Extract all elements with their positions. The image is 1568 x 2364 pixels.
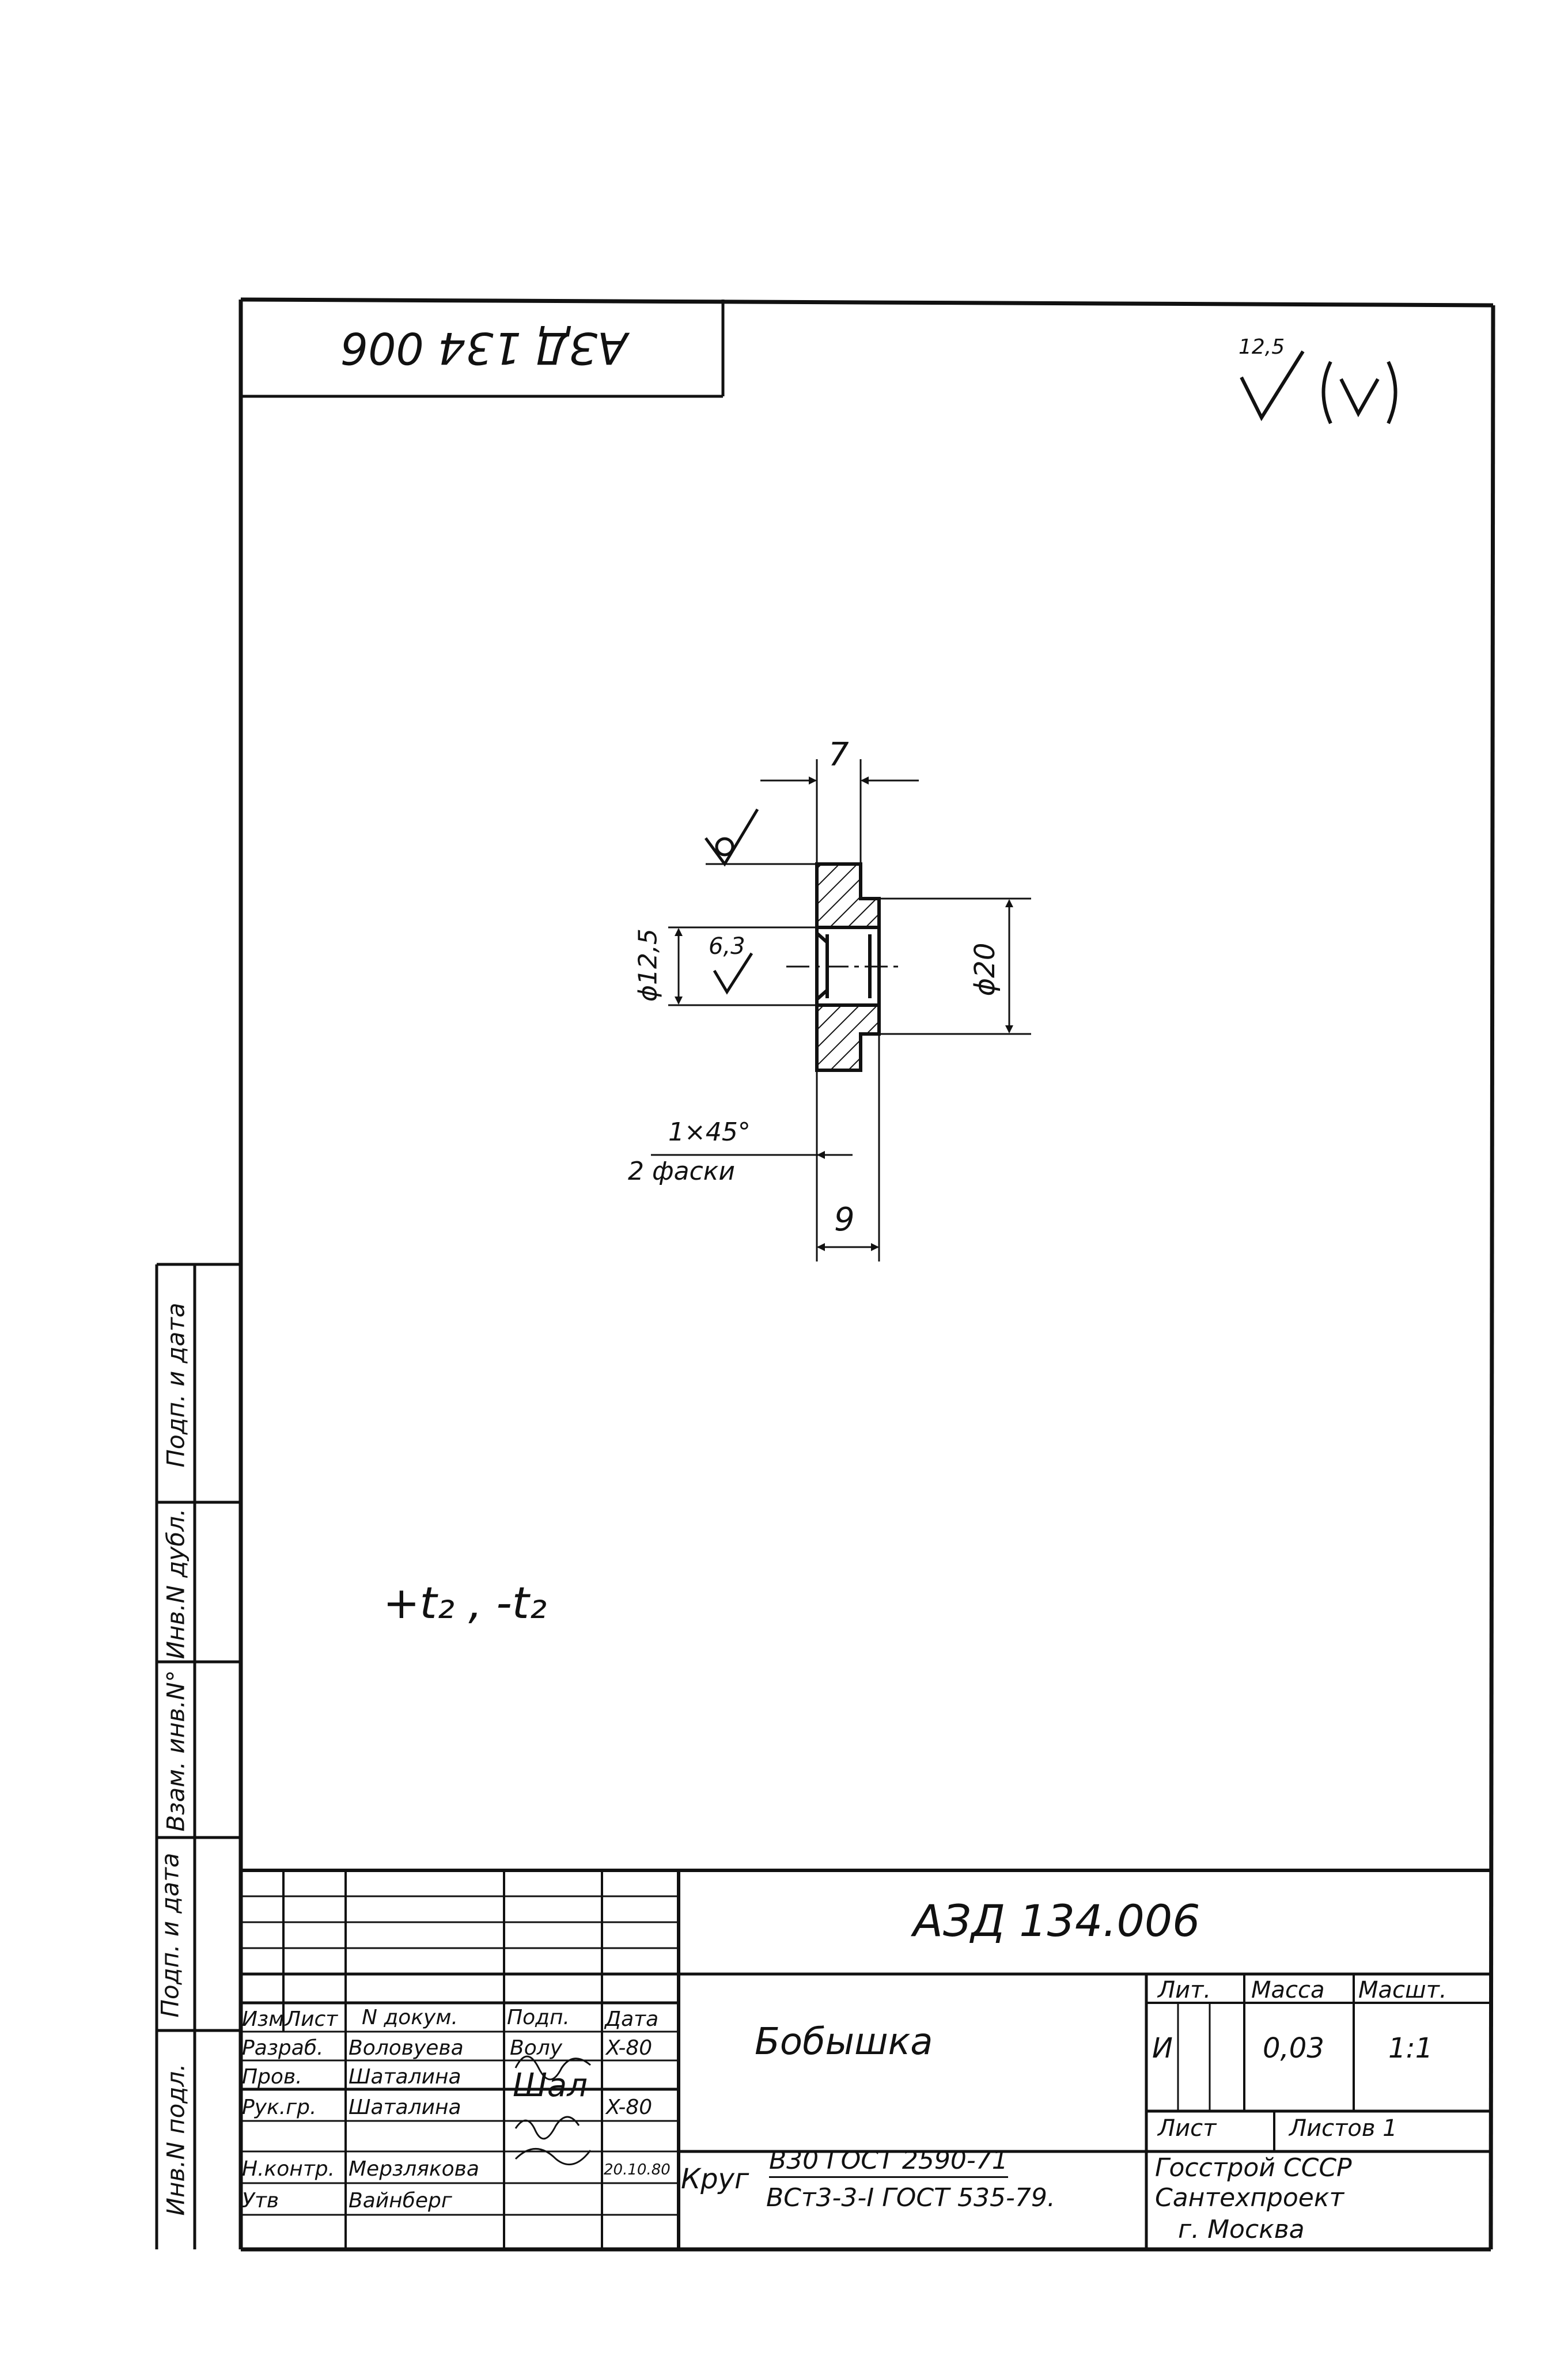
- tb-scale-label: Масшт.: [1358, 1977, 1447, 2003]
- tb-sheets-label: Листов 1: [1289, 2115, 1397, 2142]
- part-drawing: [651, 759, 1031, 1261]
- tb-header-data: Дата: [605, 2007, 659, 2031]
- tb-role-razrab: Разраб.: [242, 2036, 324, 2060]
- roughness-hole-value: 6,3: [709, 933, 745, 960]
- tb-name-ruk: Шаталина: [349, 2096, 461, 2119]
- org-line3: г. Москва: [1178, 2215, 1305, 2244]
- part-title: Бобышка: [755, 2021, 933, 2063]
- tb-lit-label: Лит.: [1158, 1977, 1211, 2003]
- drawing-number: АЗД 134.006: [913, 1895, 1200, 1946]
- tb-name-nkontr: Мерзлякова: [349, 2157, 479, 2181]
- tb-mass-value: 0,03: [1263, 2032, 1324, 2064]
- tb-role-nkontr: Н.контр.: [242, 2157, 335, 2181]
- tb-role-utv: Утв: [242, 2189, 279, 2213]
- tb-lit-value: И: [1152, 2032, 1173, 2064]
- roughness-general-symbol: [1240, 350, 1397, 425]
- dim-bottom-width: 9: [834, 1201, 855, 1238]
- org-line1: Госстрой СССР: [1155, 2153, 1352, 2183]
- tb-sign-ruk: Шал: [513, 2067, 588, 2104]
- dim-chamfer: 1×45°: [668, 1117, 751, 1147]
- org-line2: Сантехпроект: [1155, 2183, 1344, 2213]
- dim-top-width: 7: [828, 736, 849, 774]
- tb-header-izm: Изм: [242, 2007, 285, 2031]
- tb-header-list: Лист: [285, 2007, 338, 2031]
- material-prefix: Круг: [681, 2163, 749, 2195]
- tb-date-nkontr: 20.10.80: [604, 2161, 671, 2179]
- material-line1: В30 ГОСТ 2590-71: [769, 2146, 1008, 2178]
- material-line2: ВСт3-3-I ГОСТ 535-79.: [766, 2183, 1055, 2213]
- dim-outer-diameter: ϕ20: [969, 942, 1001, 997]
- side-stamp-grid: [155, 1263, 241, 2249]
- tb-sign-razrab: Волу: [510, 2036, 563, 2060]
- dim-hole-diameter: ϕ12,5: [633, 929, 663, 1002]
- tb-date-razrab: X-80: [606, 2036, 653, 2060]
- drawing-number-rotated: АЗД 134 006: [340, 323, 628, 374]
- tb-scale-value: 1:1: [1388, 2032, 1433, 2064]
- side-stamp-inv-podl: Инв.N подл.: [161, 2063, 190, 2216]
- tb-name-razrab: Воловуева: [349, 2036, 464, 2060]
- sheet-frame: [238, 297, 1495, 2252]
- tb-name-utv: Вайнберг: [349, 2189, 452, 2213]
- tb-role-prov: Пров.: [242, 2065, 302, 2089]
- signature-scribbles: [514, 2055, 592, 2165]
- roughness-general-value: 12,5: [1239, 335, 1285, 359]
- tb-header-ndoc: N докум.: [362, 2006, 458, 2029]
- tb-sheet-label: Лист: [1158, 2115, 1217, 2142]
- dim-chamfer-note: 2 фаски: [628, 1157, 735, 1186]
- tb-role-ruk: Рук.гр.: [242, 2096, 317, 2119]
- tb-date-ruk: X-80: [606, 2096, 653, 2119]
- tb-header-podp: Подп.: [507, 2006, 570, 2029]
- tb-name-prov: Шаталина: [349, 2065, 461, 2089]
- tb-mass-label: Масса: [1251, 1977, 1325, 2003]
- title-block-grid: [241, 1869, 1492, 2249]
- tolerance-note: +t₂ , -t₂: [383, 1577, 547, 1628]
- side-stamp-podp-data-2: Подп. и дата: [161, 1302, 190, 1468]
